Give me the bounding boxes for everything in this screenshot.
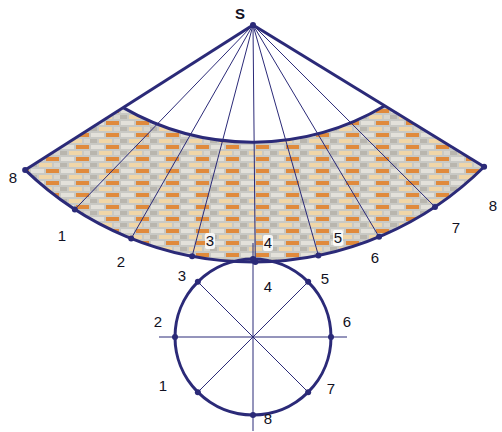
point-number: 5 [321,271,329,287]
generatrix-line [131,25,253,239]
point-number: 8 [264,411,272,427]
outer-arc [25,167,484,262]
point-number: 6 [371,250,379,266]
point-number: 8 [489,198,497,214]
generatrix-line [253,25,379,237]
division-point [481,164,487,170]
point-number: 6 [343,314,351,330]
point-number: 3 [178,268,186,284]
division-point [305,279,311,285]
division-point [328,334,334,340]
inner-arc [123,106,385,142]
point-number: 1 [159,378,167,394]
division-point [432,204,438,210]
point-number: 2 [154,314,162,330]
division-point [250,256,256,262]
point-number: 4 [263,235,273,251]
point-number: 2 [117,254,125,270]
point-number: 4 [264,279,272,295]
generatrix-line [253,25,435,207]
apex-point [250,22,256,28]
division-point [189,253,195,259]
division-point [376,234,382,240]
division-point [305,389,311,395]
generatrix-line [25,25,253,170]
point-number: 3 [205,233,215,249]
point-number: 1 [58,228,66,244]
point-number: 8 [9,170,17,186]
division-point [22,167,28,173]
division-point [195,389,201,395]
diameter-line [198,282,308,392]
point-number: 5 [333,230,343,246]
division-point [128,236,134,242]
point-number: 7 [327,381,335,397]
generatrix-line [253,25,484,167]
division-point [72,206,78,212]
division-point [250,412,256,418]
division-point [315,252,321,258]
division-point [172,334,178,340]
apex-label: S [235,6,245,22]
point-number: 7 [452,220,460,236]
division-point [195,279,201,285]
